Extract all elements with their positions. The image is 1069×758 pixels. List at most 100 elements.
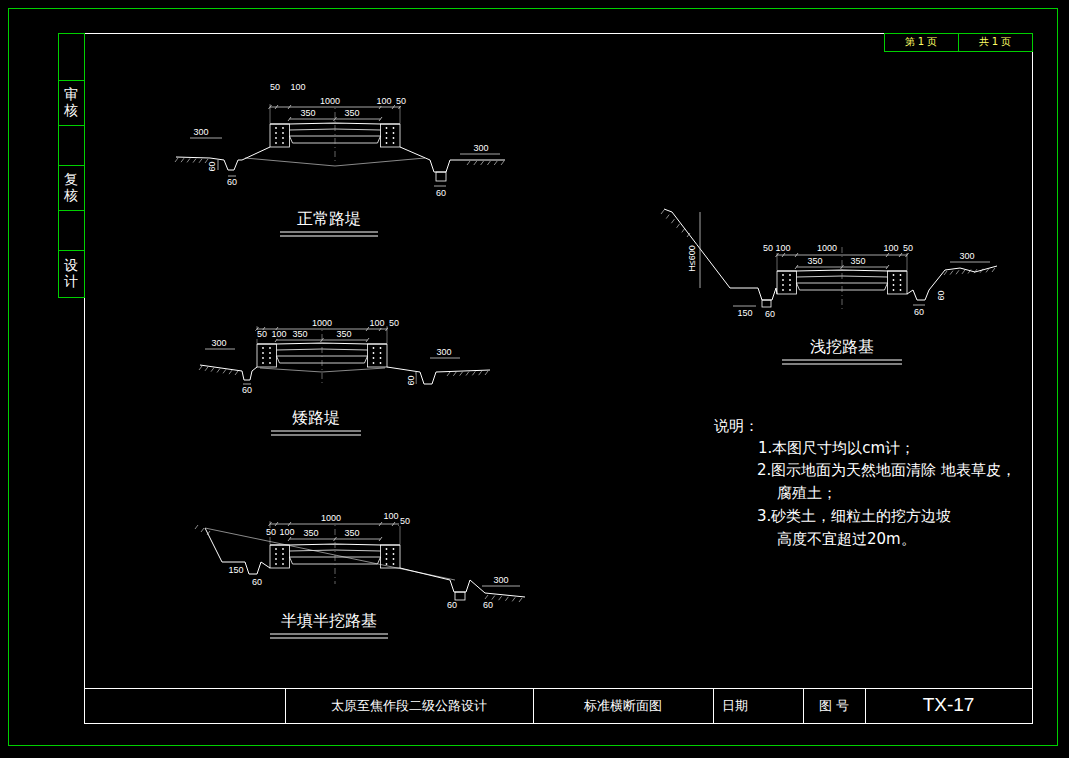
curb-dot (782, 289, 784, 291)
side-slope (387, 367, 420, 372)
ditch-ground (420, 370, 490, 384)
ground-hatch (986, 268, 989, 272)
dimension-label: 1000 (311, 319, 333, 328)
ground-hatch (199, 159, 202, 163)
dimension-line (205, 349, 235, 350)
dimension-label: 100 (271, 330, 288, 339)
ground-hatch (460, 372, 463, 376)
curb-dot (386, 132, 388, 134)
curb-dot (269, 362, 271, 364)
dimension-line (218, 160, 219, 170)
dimension-line (228, 176, 236, 177)
curb-dot (282, 137, 284, 139)
curb-dot (380, 362, 382, 364)
curb-dot (386, 142, 388, 144)
extension-line (907, 252, 908, 270)
shoulder-block (777, 271, 797, 294)
dimension-tick (275, 522, 278, 526)
dimension-label: H≤600 (688, 244, 697, 272)
dimension-tick (782, 253, 785, 257)
page-cell: 共 1 页 (958, 33, 1032, 51)
curb-dot (393, 127, 395, 129)
ground-hatch (661, 210, 664, 214)
vertical-label: 复核 (64, 172, 78, 203)
dimension-tick (379, 327, 382, 331)
curb-dot (262, 357, 264, 359)
curb-dot (393, 137, 395, 139)
curb-dot (282, 127, 284, 129)
ground-hatch (201, 528, 204, 532)
signature-divider (58, 165, 84, 166)
ground-hatch (474, 161, 477, 165)
curb-dot (789, 289, 791, 291)
curb-dot (789, 279, 791, 281)
ground-hatch (453, 372, 456, 376)
dimension-label: 150 (228, 566, 245, 575)
dimension-label: 60 (241, 386, 253, 395)
curb-dot (900, 289, 902, 291)
ground-hatch (485, 595, 488, 599)
cut-slope (205, 528, 245, 562)
curb-dot (275, 127, 277, 129)
curb-dot (262, 347, 264, 349)
dimension-line (700, 212, 701, 288)
dimension-label: 150 (737, 309, 754, 318)
title-block-divider (803, 688, 804, 723)
ground-hatch (211, 368, 214, 372)
curb-dot (380, 347, 382, 349)
dimension-line (434, 186, 446, 187)
ground-hatch (205, 367, 208, 371)
caption-underline (280, 232, 378, 233)
dimension-label: 350 (336, 330, 353, 339)
dimension-label: 50 (395, 97, 407, 106)
dimension-tick (886, 253, 889, 257)
dimension-tick (288, 522, 291, 526)
curb-dot (393, 142, 395, 144)
ground-hatch (199, 366, 202, 370)
ground-hatch (666, 215, 669, 219)
ground-hatch (944, 271, 947, 275)
signature-cell: 复核 (58, 165, 84, 210)
dimension-label: 60 (208, 160, 217, 172)
dimension-label: 350 (850, 257, 867, 266)
dimension-line (190, 138, 222, 139)
curb-dot (393, 132, 395, 134)
center-line (335, 516, 336, 584)
cell-text: 共 1 页 (979, 36, 1012, 48)
curb-dot (386, 548, 388, 550)
drain-box (455, 592, 465, 600)
ground-hatch (481, 161, 484, 165)
dimension-tick (795, 265, 798, 269)
ditch-slope-ground (907, 266, 997, 300)
drain-box (762, 300, 771, 307)
curb-dot (282, 558, 284, 560)
dimension-label: 300 (473, 144, 490, 153)
extension-line (387, 326, 388, 343)
curb-dot (269, 352, 271, 354)
signature-divider (58, 210, 84, 211)
dimension-label: 350 (292, 330, 309, 339)
ground-hatch (485, 371, 488, 375)
curb-dot (393, 548, 395, 550)
page-box (885, 34, 1033, 52)
caption-underline (271, 435, 361, 436)
caption-underline (270, 634, 388, 635)
dimension-label: 300 (436, 348, 453, 357)
original-ground (205, 528, 455, 580)
caption-underline (782, 364, 902, 365)
cell-text: TX-17 (923, 694, 975, 717)
curb-dot (282, 142, 284, 144)
curb-dot (282, 132, 284, 134)
caption-underline (782, 360, 902, 361)
curb-dot (373, 352, 375, 354)
curb-dot (275, 563, 277, 565)
section-caption: 半填半挖路基 (280, 613, 378, 629)
dimension-label: 1000 (320, 514, 342, 523)
curb-dot (386, 558, 388, 560)
extension-line (400, 104, 401, 123)
dimension-label: 60 (251, 578, 263, 587)
dimension-label: 60 (764, 310, 776, 319)
curb-dot (782, 284, 784, 286)
dimension-label: 50 (265, 528, 277, 537)
curb-dot (893, 289, 895, 291)
